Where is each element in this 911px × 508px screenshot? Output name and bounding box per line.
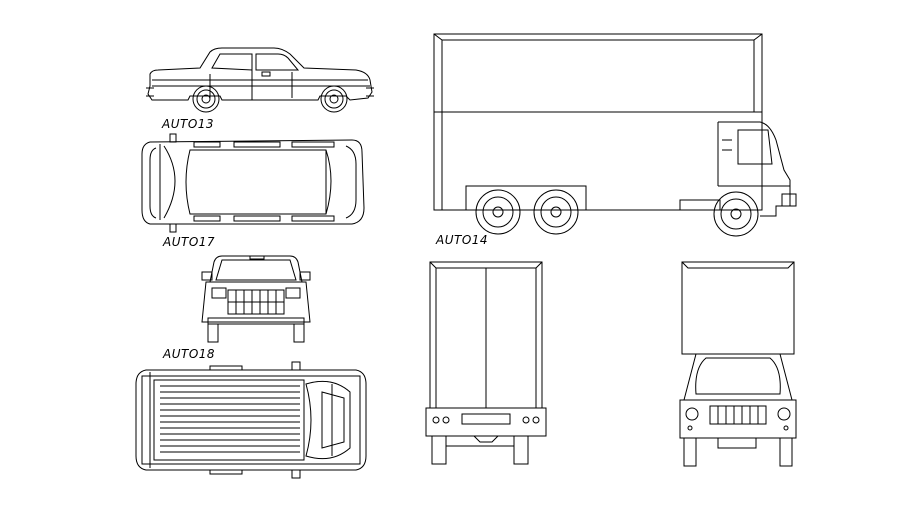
sedan-rear-wheel [193,86,219,112]
label-auto14: AUTO14 [435,233,488,247]
label-auto17: AUTO17 [162,235,215,249]
truck-rear-wheel-1 [476,190,520,234]
box-truck-rear-view [426,262,546,464]
cargo-box [434,34,762,210]
label-auto18: AUTO18 [162,347,215,361]
label-auto13: AUTO13 [161,117,214,131]
car-front-view [202,256,310,342]
car-top-view [142,134,364,232]
truck-front-wheel [714,192,758,236]
cab-window [738,130,772,164]
truck-windshield [696,358,781,394]
box-truck-front-view [680,262,796,466]
sedan-front-wheel [321,86,347,112]
sedan-side-view [146,48,374,112]
suv-top-view [136,362,366,478]
box-truck-side-view [434,34,796,236]
truck-rear-wheel-2 [534,190,578,234]
